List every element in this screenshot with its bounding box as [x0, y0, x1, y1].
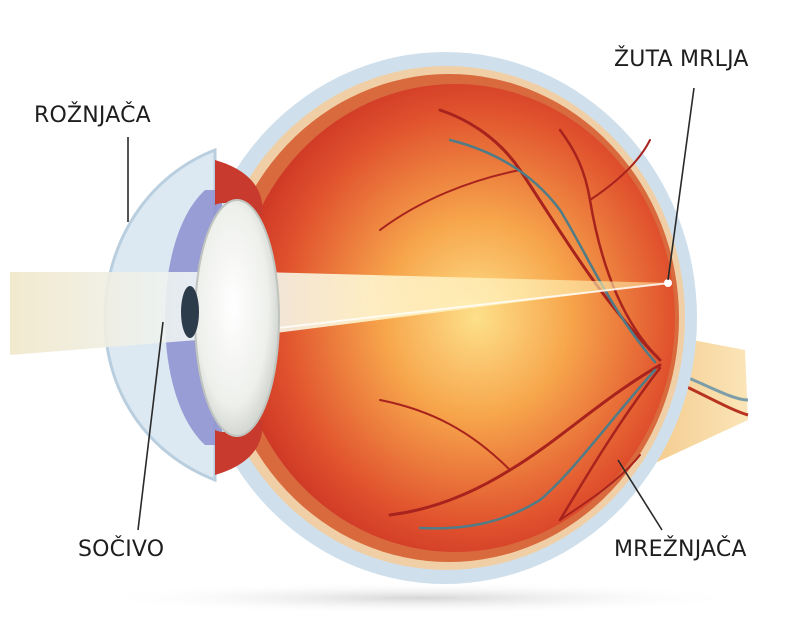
- macula-spot: [664, 279, 672, 287]
- ground-shadow: [90, 582, 750, 614]
- retina-label: MREŽNJAČA: [614, 536, 747, 562]
- lens: [195, 200, 279, 436]
- lens-label: SOČIVO: [78, 536, 164, 562]
- cornea-label: ROŽNJAČA: [34, 102, 151, 128]
- pupil: [181, 286, 199, 338]
- macula-label: ŽUTA MRLJA: [614, 46, 749, 72]
